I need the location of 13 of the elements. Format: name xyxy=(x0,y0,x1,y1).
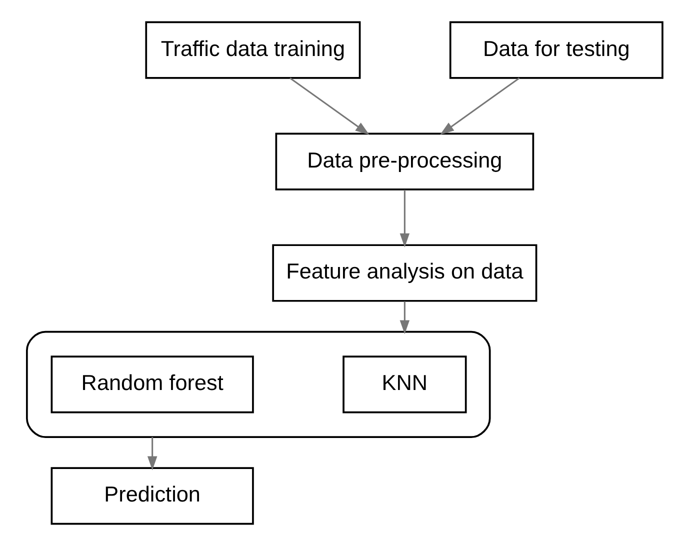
node-box: KNN xyxy=(342,356,467,414)
node-box: Random forest xyxy=(50,356,254,414)
arrow xyxy=(290,77,370,135)
node-box: Data for testing xyxy=(449,21,664,79)
node-box: Traffic data training xyxy=(145,21,361,79)
arrow xyxy=(147,437,158,470)
arrow xyxy=(400,190,410,248)
cluster xyxy=(26,330,491,438)
node-box: Prediction xyxy=(50,467,254,525)
arrow xyxy=(440,77,520,135)
node-box: Data pre-processing xyxy=(275,132,534,190)
node-box: Feature analysis on data xyxy=(272,244,538,302)
arrow xyxy=(400,301,410,334)
